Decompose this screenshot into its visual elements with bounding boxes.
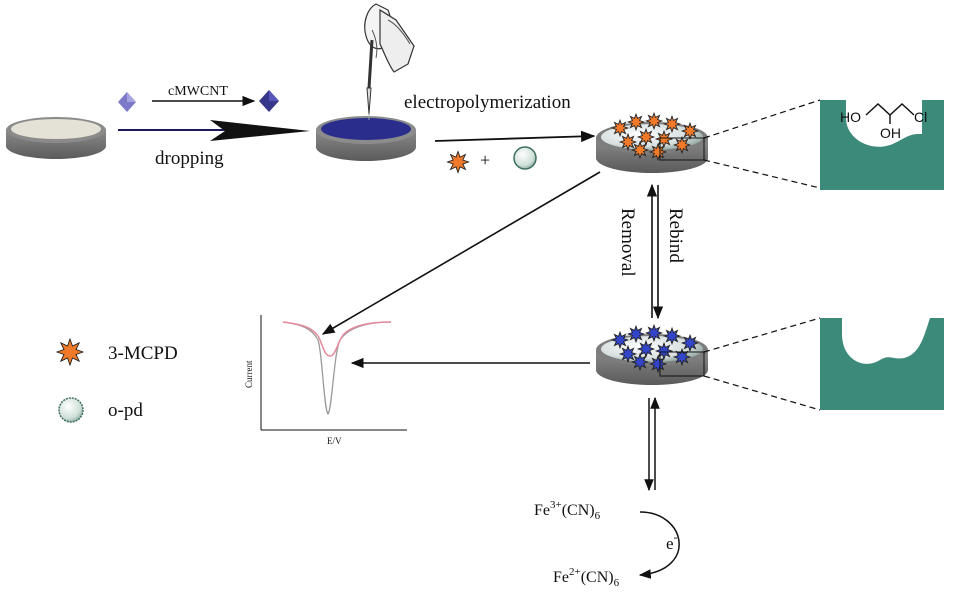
- bound-template-star: [626, 112, 646, 132]
- gray-response-curve: [282, 321, 392, 415]
- template-star: [446, 150, 470, 174]
- bound-template-star: [618, 132, 638, 152]
- zoom-line-top-lower: [703, 317, 821, 353]
- zoom-line-bottom-lower: [703, 375, 821, 411]
- electropolymerization-arrow: [434, 130, 596, 143]
- voltammogram-ylabel: Current: [244, 360, 254, 388]
- imprinted-cavity-with-template: [820, 100, 944, 190]
- electropolymerization-label: electropolymerization: [404, 92, 571, 113]
- zoom-box: [659, 137, 705, 161]
- to-voltammogram-arrow: [321, 171, 601, 335]
- electron-transfer-arrow: [638, 511, 680, 579]
- empty-cavity-star: [672, 347, 692, 367]
- removal-label: Removal: [617, 208, 638, 277]
- empty-cavity-star: [618, 344, 638, 364]
- bound-template-star: [636, 127, 656, 147]
- legend-mcpd-label: 3-MCPD: [108, 343, 178, 364]
- empty-cavity-star: [648, 354, 668, 374]
- empty-cavity-star: [680, 333, 700, 353]
- fe2-species: Fe2+(CN)6: [553, 566, 620, 589]
- zoom-line-top: [703, 99, 821, 139]
- legend-mcpd-star-icon: [55, 337, 85, 367]
- zoom-box-lower: [659, 351, 705, 377]
- rebind-label: Rebind: [665, 208, 686, 263]
- pipette-hand-icon: [364, 3, 415, 120]
- bound-template-star: [630, 140, 650, 160]
- empty-imprinted-cavity: [820, 318, 944, 410]
- cmwcnt-product-diamond-icon: [259, 90, 279, 112]
- empty-cavity-star: [610, 330, 630, 350]
- monomer-sphere-icon: [513, 146, 537, 170]
- bound-template-star: [662, 114, 682, 134]
- molecule-ho: HO: [840, 109, 861, 125]
- template-removed-electrode: [596, 323, 708, 385]
- imprinted-electrode: [596, 111, 708, 173]
- plus-sign: +: [480, 150, 490, 170]
- empty-cavity-star: [636, 339, 656, 359]
- fe3-species: Fe3+(CN)6: [534, 499, 601, 522]
- molecule-cl: Cl: [914, 109, 927, 125]
- legend-star: [55, 337, 85, 367]
- dropping-arrow: [118, 120, 310, 141]
- voltammogram-xlabel: E/V: [327, 436, 342, 446]
- cmwcnt-electrode: [316, 116, 416, 161]
- molecule-oh: OH: [880, 125, 901, 141]
- empty-cavity-star: [626, 324, 646, 344]
- zoom-line-bottom: [703, 159, 821, 189]
- empty-cavity-star: [630, 352, 650, 372]
- cmwcnt-label: cMWCNT: [168, 84, 228, 99]
- cmwcnt-diamond-icon: [118, 92, 136, 112]
- dropping-label: dropping: [155, 148, 224, 169]
- legend-opd-sphere-icon: [58, 397, 84, 423]
- mcpd-molecule-structure: HO OH Cl: [840, 103, 927, 141]
- legend-opd-label: o-pd: [108, 400, 143, 421]
- bound-template-star: [648, 142, 668, 162]
- bare-electrode: [6, 117, 106, 159]
- bound-template-star: [610, 118, 630, 138]
- bound-template-star: [644, 111, 664, 131]
- template-star-icon: [446, 150, 470, 174]
- voltammogram-plot: Current E/V: [244, 315, 407, 446]
- pink-response-curve: [282, 321, 392, 357]
- empty-cavity-star: [644, 323, 664, 343]
- empty-cavity-star: [662, 326, 682, 346]
- bound-template-star: [672, 135, 692, 155]
- electron-label: e-: [666, 530, 678, 553]
- bound-template-star: [680, 121, 700, 141]
